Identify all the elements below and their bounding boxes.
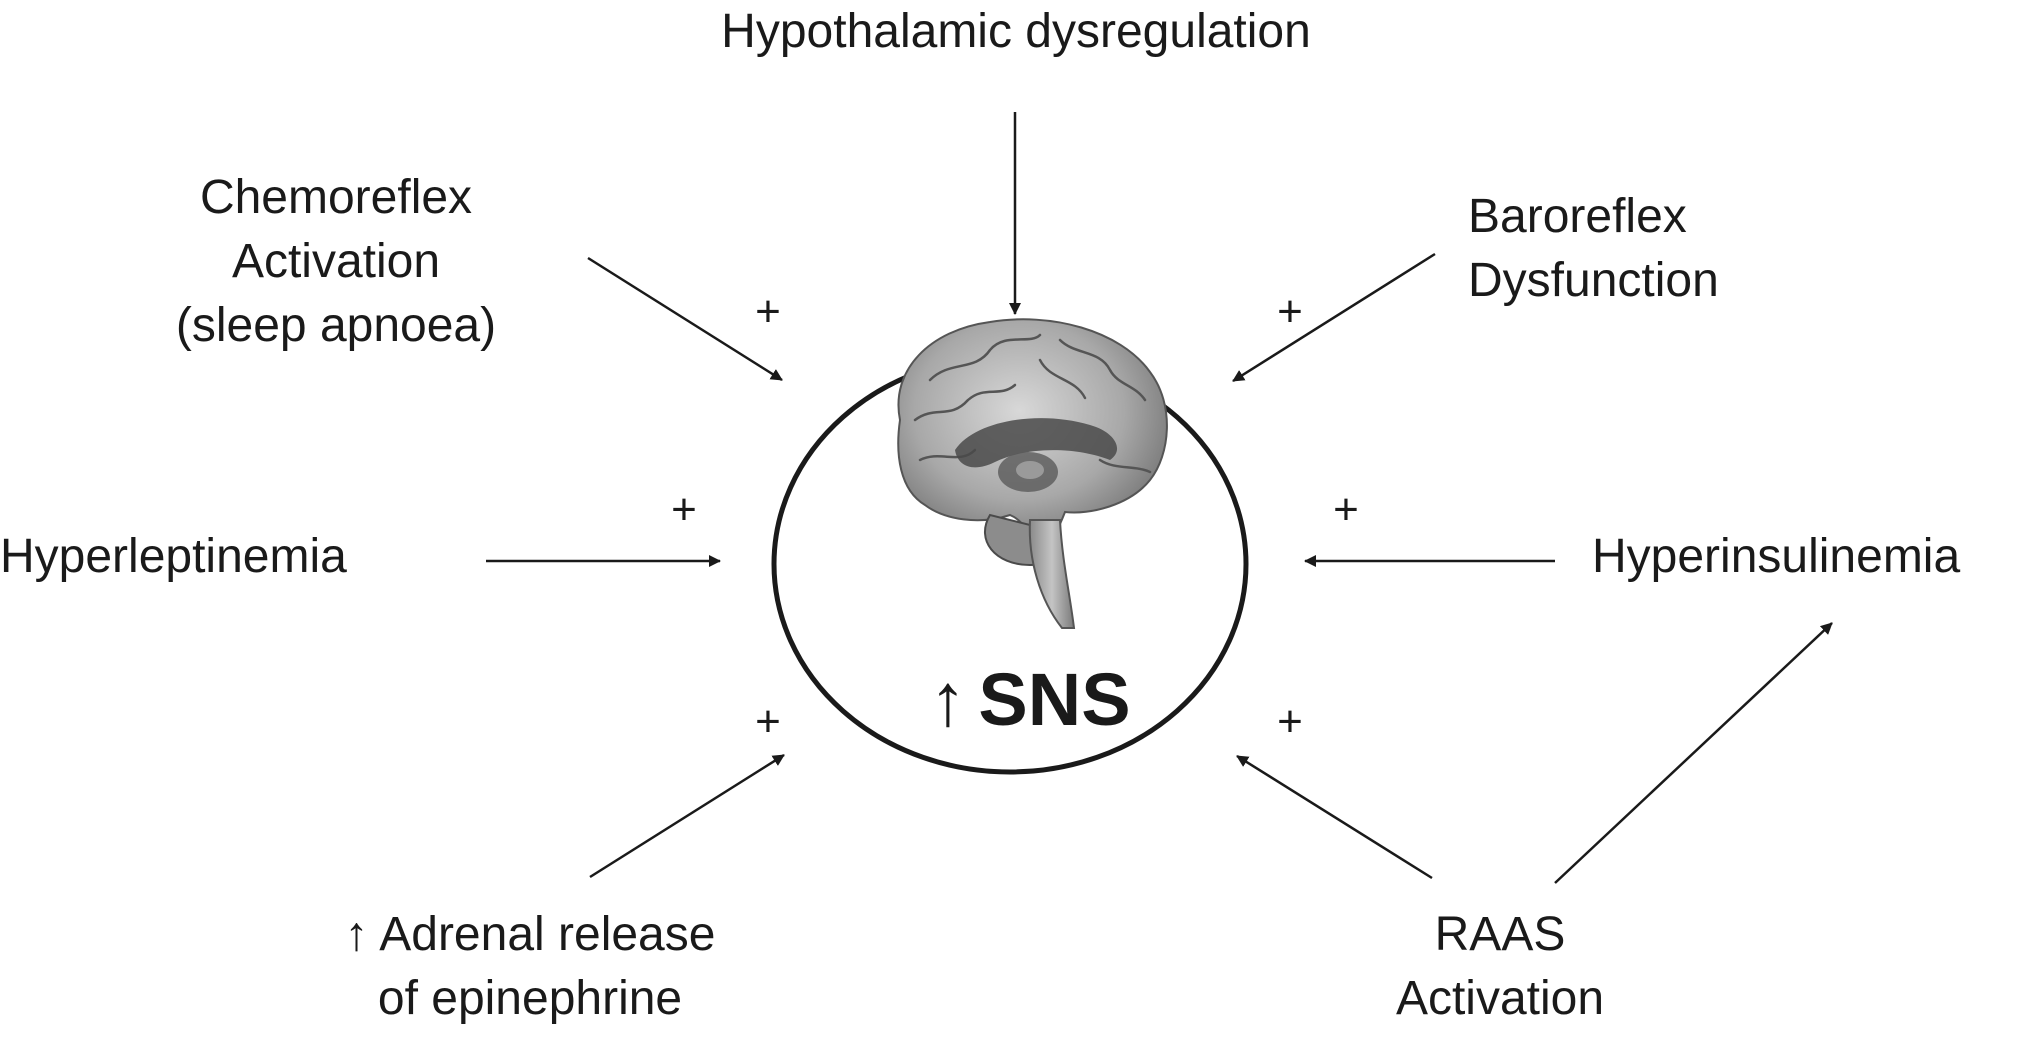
arrow-chemoreflex: [587, 256, 783, 382]
label-adrenal-line1: ↑ Adrenal release: [344, 908, 716, 961]
sign-raas: +: [1277, 697, 1303, 746]
label-chemoreflex-line1: Chemoreflex: [199, 171, 473, 224]
label-baroreflex-line1: Baroreflex: [1468, 190, 1687, 243]
arrow-baroreflex: [1232, 252, 1436, 383]
label-raas: RAAS Activation: [1380, 903, 1620, 1031]
label-hyperinsulinemia: Hyperinsulinemia: [1592, 530, 1961, 583]
label-baroreflex: Baroreflex Dysfunction: [1468, 185, 1748, 313]
sign-hyperleptinemia: +: [671, 485, 697, 534]
sns-text: SNS: [978, 658, 1131, 741]
label-raas-line1: RAAS: [1434, 908, 1566, 961]
sign-chemoreflex: +: [755, 287, 781, 336]
arrow-raas-to-hyperinsulinemia: [1554, 622, 1833, 884]
label-raas-line2: Activation: [1395, 972, 1605, 1025]
label-hyperleptinemia: Hyperleptinemia: [0, 530, 347, 583]
label-hypothalamic: Hypothalamic dysregulation: [721, 5, 1311, 58]
label-adrenal-line2: of epinephrine: [377, 972, 683, 1025]
sign-hyperinsulinemia: +: [1333, 485, 1359, 534]
up-arrow-icon: ↑: [929, 658, 967, 741]
label-chemoreflex-line3: (sleep apnoea): [175, 299, 497, 352]
label-baroreflex-line2: Dysfunction: [1468, 254, 1719, 307]
sign-adrenal: +: [755, 697, 781, 746]
sns-label: ↑SNS: [880, 660, 1180, 740]
arrow-raas-to-sns: [1236, 754, 1433, 880]
sign-baroreflex: +: [1277, 287, 1303, 336]
label-chemoreflex: Chemoreflex Activation (sleep apnoea): [136, 166, 536, 358]
label-adrenal: ↑ Adrenal release of epinephrine: [290, 903, 770, 1031]
brain-illustration: [897, 318, 1168, 629]
label-chemoreflex-line2: Activation: [231, 235, 441, 288]
arrow-adrenal: [589, 753, 785, 879]
